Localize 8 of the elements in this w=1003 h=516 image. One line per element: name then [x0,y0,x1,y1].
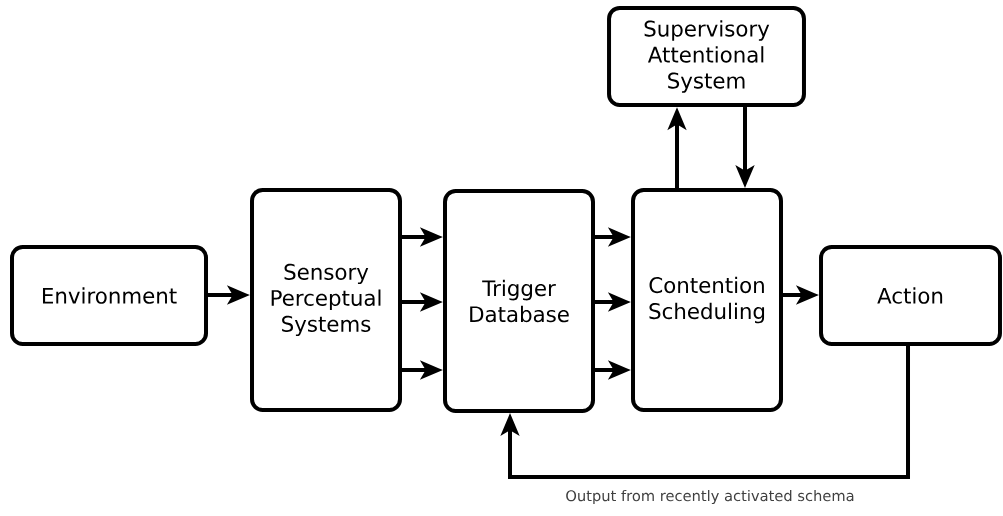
process-box: Supervisory Attentional System [607,5,806,108]
process-box: Action [819,244,1002,346]
edge-label: Output from recently activated schema [564,488,856,506]
process-box: Sensory Perceptual Systems [250,188,402,412]
arrow [500,346,910,479]
process-box: Contention Scheduling [631,188,783,412]
process-box: Environment [10,244,208,346]
process-box: Trigger Database [443,189,595,413]
